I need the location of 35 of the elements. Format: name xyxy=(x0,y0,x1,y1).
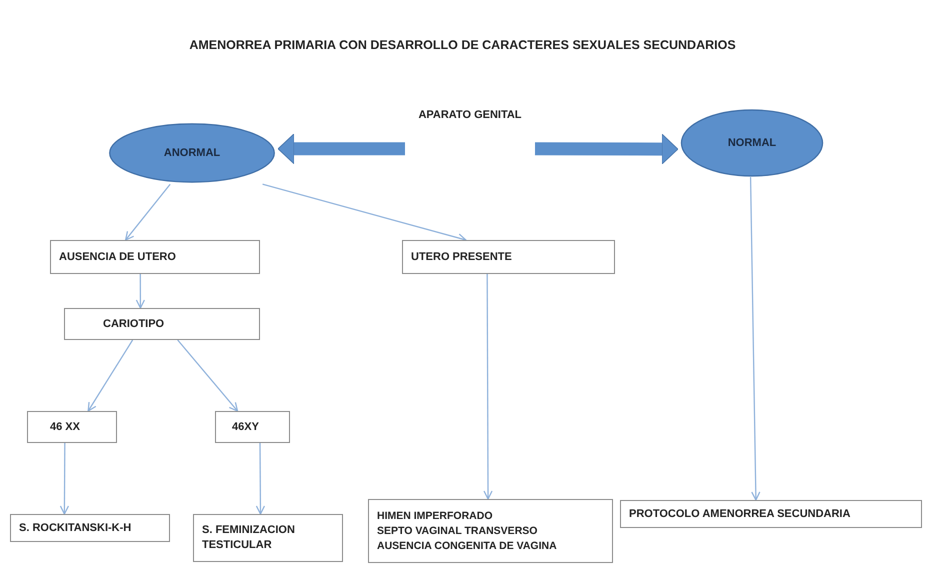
process-box xyxy=(10,514,170,542)
arrow xyxy=(177,340,238,412)
node-label: ANORMAL xyxy=(164,146,220,160)
block-arrow xyxy=(278,133,405,164)
arrow xyxy=(262,184,466,242)
arrow xyxy=(136,274,145,309)
process-box xyxy=(215,411,290,443)
node-label: AUSENCIA DE UTERO xyxy=(59,250,177,264)
node-label: CARIOTIPO xyxy=(103,316,166,332)
node-label: SEPTO VAGINAL TRANSVERSO xyxy=(377,524,538,538)
node-label: PROTOCOLO AMENORREA SECUNDARIA xyxy=(629,506,852,522)
arrow xyxy=(256,443,266,515)
arrow xyxy=(125,184,171,241)
arrow xyxy=(483,274,493,500)
process-box xyxy=(27,411,117,443)
node-label: HIMEN IMPERFORADO xyxy=(377,508,494,524)
arrow xyxy=(88,340,134,412)
process-box xyxy=(64,308,260,340)
node-label: S. FEMINIZACION TESTICULAR xyxy=(202,523,296,553)
process-box xyxy=(368,499,613,563)
process-box xyxy=(620,500,922,528)
node-label: AUSENCIA CONGENITA DE VAGINA xyxy=(377,538,558,554)
node-label: NORMAL xyxy=(728,136,776,150)
block-arrow xyxy=(534,134,678,164)
node-label: 46XY xyxy=(232,420,260,434)
diagram-title: AMENORREA PRIMARIA CON DESARROLLO DE CARACTERES SEXUALES SECUNDARIOS xyxy=(188,38,737,52)
process-box xyxy=(50,240,260,274)
arrow xyxy=(60,443,70,515)
process-box xyxy=(402,240,615,274)
process-box xyxy=(193,514,343,562)
heading-label: APARATO GENITAL xyxy=(418,108,522,123)
node-label: 46 XX xyxy=(50,420,81,434)
node-label: S. ROCKITANSKI-K-H xyxy=(19,520,132,536)
node-label: UTERO PRESENTE xyxy=(411,250,513,264)
arrow xyxy=(750,177,760,501)
